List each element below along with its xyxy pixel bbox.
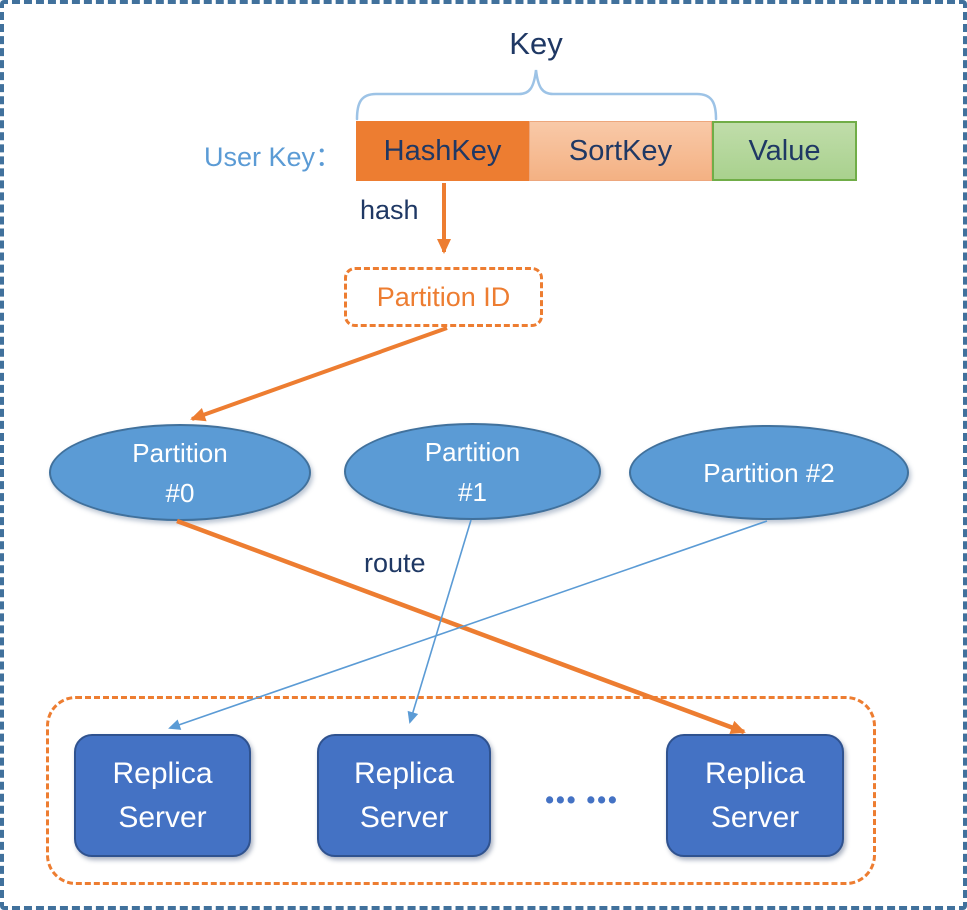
replica-server-2-line1: Replica bbox=[353, 756, 455, 790]
user-key-label: User Key： bbox=[203, 142, 342, 172]
route-label: route bbox=[364, 548, 426, 578]
sortkey-segment: SortKey bbox=[529, 121, 712, 181]
replica-server-2: Replica Server bbox=[317, 734, 491, 857]
partition-id-arrow bbox=[190, 326, 448, 422]
value-segment: Value bbox=[712, 121, 857, 181]
replica-server-1-line2: Server bbox=[118, 800, 207, 834]
replica-server-3-line2: Server bbox=[710, 800, 800, 834]
partition-1-label-line2: #1 bbox=[458, 476, 487, 507]
hash-label: hash bbox=[360, 195, 419, 225]
partition-1-label-line1: Partition bbox=[424, 436, 521, 467]
partition-0-label-line2: #0 bbox=[165, 477, 195, 508]
record-bar: HashKey SortKey Value bbox=[356, 121, 857, 181]
replica-server-1-line1: Replica bbox=[112, 756, 213, 790]
partition-0-ellipse: Partition #0 bbox=[49, 424, 311, 521]
replica-server-3: Replica Server bbox=[666, 734, 844, 857]
partition-0-label-line1: Partition bbox=[132, 437, 228, 468]
replica-server-1: Replica Server bbox=[74, 734, 251, 857]
partition-2-label: Partition #2 bbox=[703, 457, 835, 488]
replica-server-3-line1: Replica bbox=[704, 756, 806, 790]
partition-2-ellipse: Partition #2 bbox=[629, 425, 909, 520]
replica-server-2-line2: Server bbox=[359, 800, 449, 834]
key-brace bbox=[355, 69, 718, 121]
key-label: Key bbox=[509, 26, 563, 61]
partition-1-ellipse: Partition #1 bbox=[344, 423, 601, 520]
hashkey-segment: HashKey bbox=[356, 121, 529, 181]
ellipsis-dots: ••• ••• bbox=[545, 786, 619, 814]
partition-id-box: Partition ID bbox=[344, 267, 543, 327]
